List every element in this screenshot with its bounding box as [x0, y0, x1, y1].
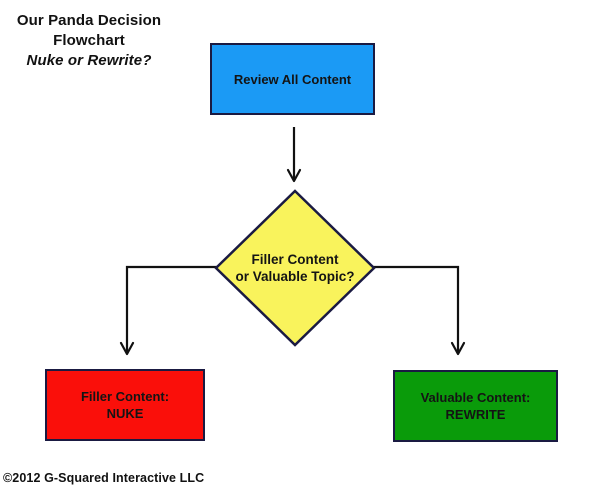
nuke-node-label-line-2: NUKE: [106, 406, 144, 421]
decision-node-label: Filler Content or Valuable Topic?: [217, 192, 373, 344]
decision-label-line-1: Filler Content: [251, 252, 339, 267]
nuke-node-label-line-1: Filler Content:: [80, 389, 170, 404]
decision-label-line-2: or Valuable Topic?: [235, 269, 355, 284]
arrow-group: [119, 127, 466, 356]
title-line-1: Our Panda Decision: [16, 12, 162, 29]
copyright-text: ©2012 G-Squared Interactive LLC: [3, 471, 205, 485]
decision-node-shape: [214, 189, 376, 347]
nuke-node: Filler Content: NUKE: [45, 369, 205, 441]
page-title: Our Panda Decision Flowchart Nuke or Rew…: [8, 11, 170, 71]
start-node: Review All Content: [210, 43, 375, 115]
rewrite-node: Valuable Content: REWRITE: [393, 370, 558, 442]
rewrite-node-label-line-2: REWRITE: [445, 407, 506, 422]
rewrite-node-label-line-1: Valuable Content:: [420, 390, 531, 405]
start-node-label: Review All Content: [233, 71, 352, 87]
title-line-2: Flowchart: [53, 32, 125, 49]
arrow-decision-to-nuke: [119, 265, 217, 356]
title-subtitle: Nuke or Rewrite?: [26, 52, 152, 69]
arrow-decision-to-rewrite: [373, 265, 466, 356]
